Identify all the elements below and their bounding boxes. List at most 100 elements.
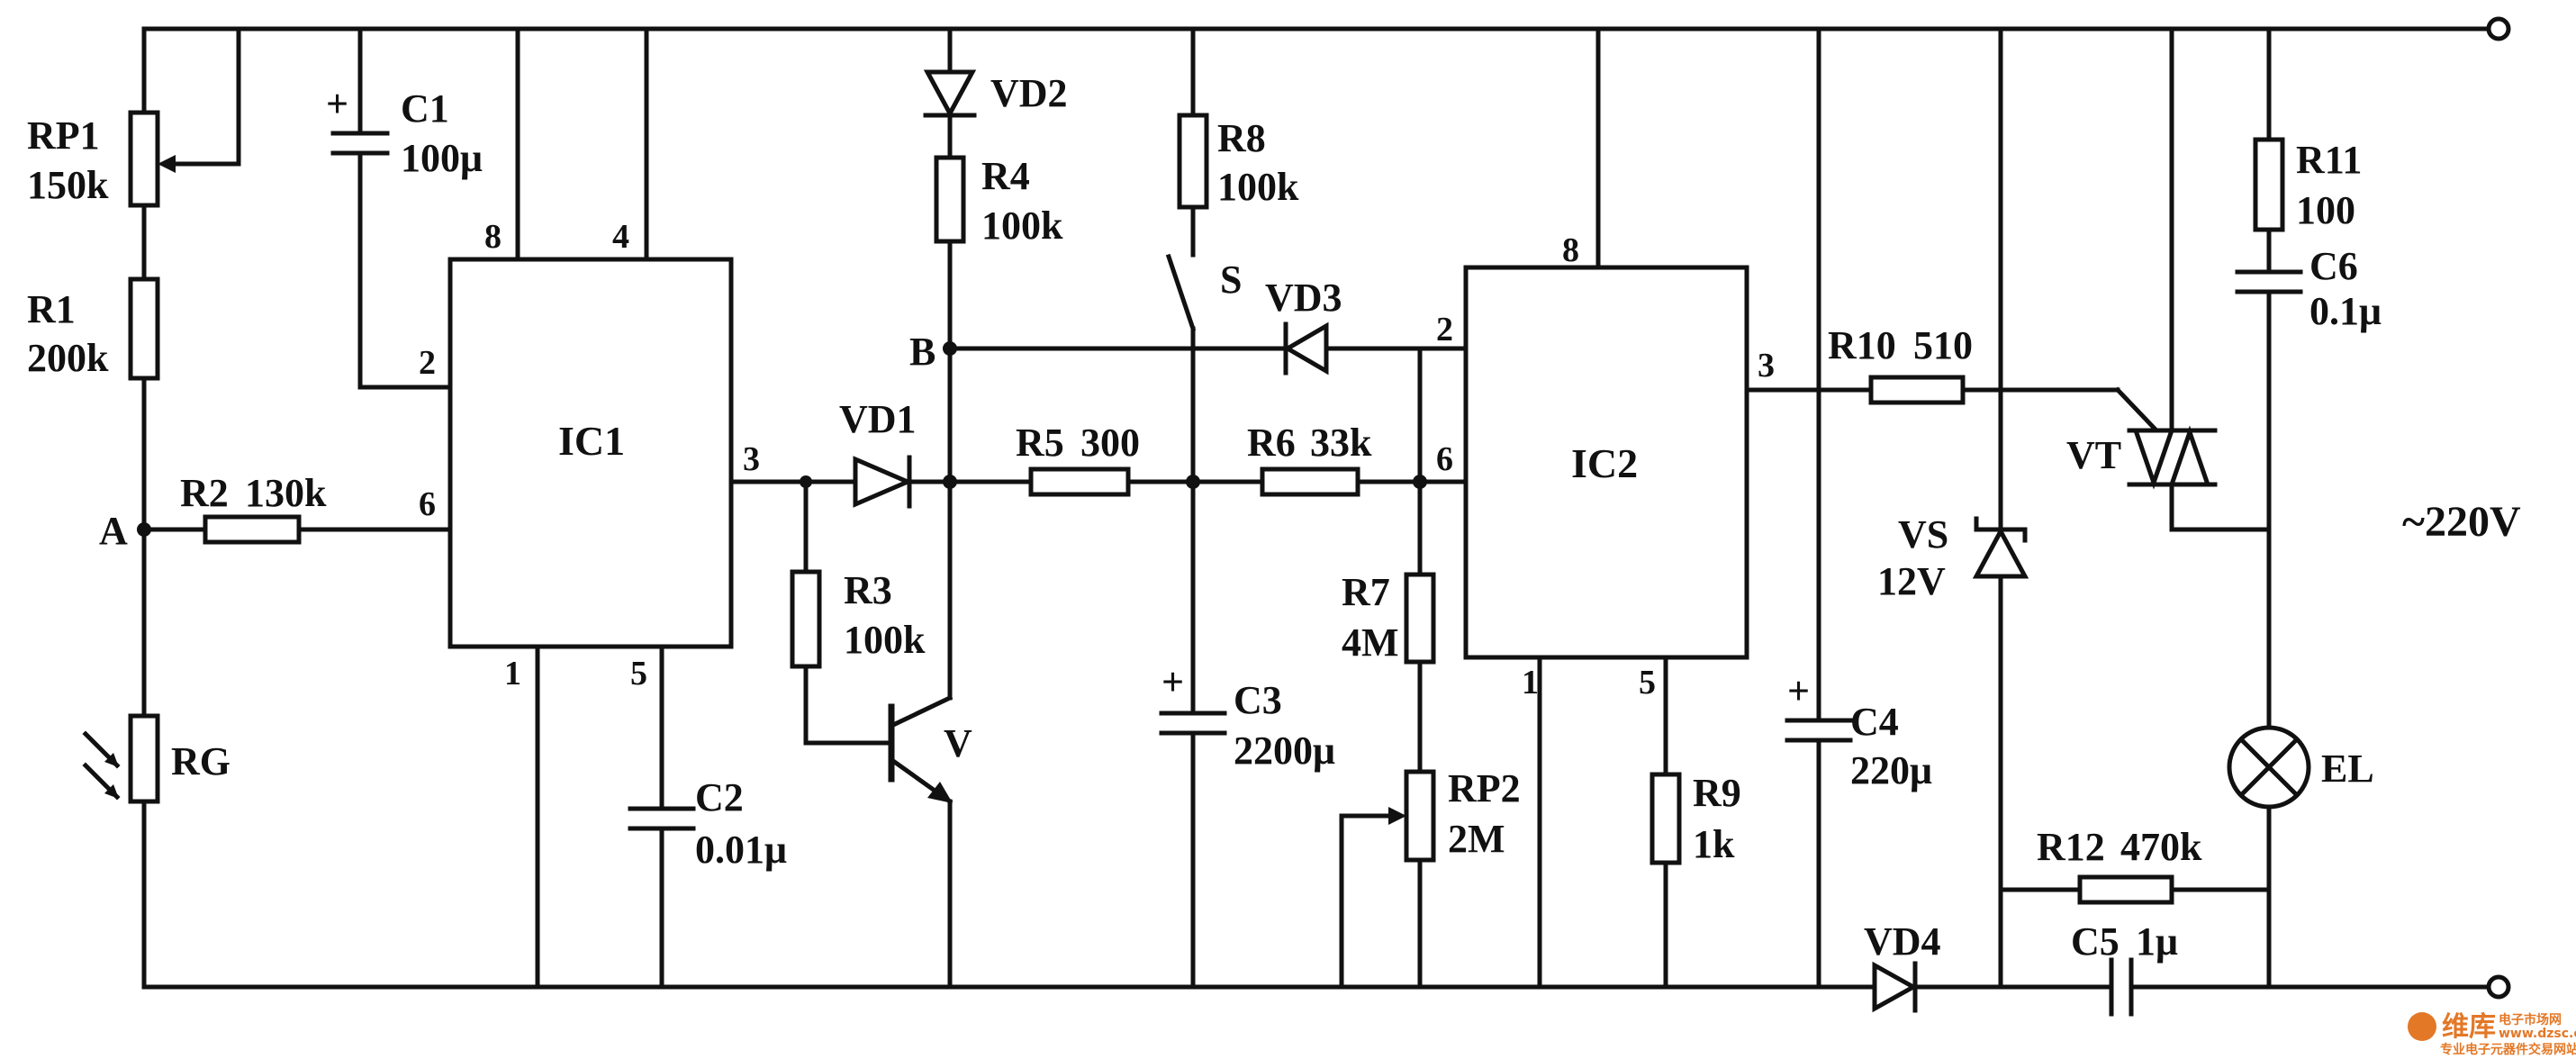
- vd2-label: VD2: [990, 71, 1068, 115]
- r11-label: R11: [2296, 138, 2362, 182]
- c6-capacitor: C6 0.1μ: [2235, 244, 2382, 333]
- watermark-line1: 电子市场网: [2499, 1012, 2562, 1027]
- r11-resistor: R11 100: [2253, 137, 2362, 232]
- ic1-pin-2: 2: [419, 344, 436, 382]
- vd4-label: VD4: [1864, 919, 1941, 964]
- el-label: EL: [2321, 747, 2374, 791]
- c6-value: 0.1μ: [2309, 289, 2382, 333]
- s-label: S: [1220, 258, 1242, 302]
- junction-b: [943, 341, 957, 356]
- watermark: 维库 电子市场网 www.dzsc.com 专业电子元器件交易网站: [2408, 1011, 2576, 1057]
- node-a-label: A: [99, 509, 128, 553]
- ic2-pin-2: 2: [1436, 311, 1453, 348]
- c1-value: 100μ: [401, 136, 483, 180]
- rp2-label: RP2: [1448, 766, 1521, 810]
- watermark-logo-icon: [2408, 1012, 2436, 1041]
- terminal-bottom: [2486, 974, 2511, 1000]
- supply-voltage-label: ~220V: [2402, 498, 2521, 546]
- junction-a: [137, 522, 151, 537]
- r4-value: 100k: [981, 204, 1063, 248]
- vt-triac: VT: [2066, 425, 2218, 490]
- c3-label: C3: [1234, 678, 1282, 722]
- ic1-pin-8: 8: [484, 218, 502, 256]
- r10-resistor: R10 510: [1828, 323, 1973, 405]
- vs-zener-diode: VS 12V: [1877, 512, 2029, 603]
- r4-label: R4: [981, 154, 1030, 198]
- ic1-label: IC1: [558, 418, 625, 464]
- r6-resistor: R6 33k: [1247, 421, 1372, 497]
- ic2-pin-5: 5: [1639, 664, 1656, 701]
- r5-resistor: R5 300: [1016, 421, 1140, 497]
- r10-value: 510: [1913, 323, 1973, 367]
- c2-label: C2: [695, 775, 744, 819]
- r11-value: 100: [2296, 188, 2355, 232]
- c2-capacitor: C2 0.01μ: [628, 775, 787, 872]
- rp1-label: RP1: [27, 113, 100, 158]
- c5-value: 1μ: [2136, 919, 2178, 964]
- s-switch: S: [1165, 253, 1242, 332]
- v-transistor: V: [888, 694, 972, 805]
- r4-resistor: R4 100k: [934, 154, 1063, 248]
- c5-capacitor: C5 1μ: [2071, 919, 2178, 1017]
- r1-label: R1: [27, 287, 76, 331]
- r12-resistor: R12 470k: [2037, 825, 2202, 905]
- watermark-url: www.dzsc.com: [2499, 1027, 2576, 1041]
- rp1-potentiometer: RP1 150k: [27, 110, 176, 208]
- r8-label: R8: [1217, 116, 1266, 160]
- rp2-potentiometer: RP2 2M: [1388, 766, 1521, 863]
- vd3-label: VD3: [1265, 276, 1342, 320]
- c3-capacitor: + C3 2200μ: [1159, 660, 1335, 773]
- r2-value: 130k: [245, 471, 327, 515]
- r1-value: 200k: [27, 336, 109, 380]
- r2-label: R2: [180, 471, 229, 515]
- r6-value: 33k: [1310, 421, 1372, 465]
- junction-r5-r6: [1186, 475, 1200, 489]
- c4-capacitor: + C4 220μ: [1785, 669, 1932, 792]
- v-label: V: [944, 721, 972, 765]
- rg-photoresistor: RG: [82, 713, 230, 804]
- r9-value: 1k: [1693, 822, 1735, 866]
- junction-vd1: [943, 475, 957, 489]
- ic2-pin-3: 3: [1758, 347, 1775, 385]
- ic1-pin-3: 3: [743, 440, 760, 478]
- r9-resistor: R9 1k: [1650, 771, 1741, 866]
- r7-resistor: R7 4M: [1342, 570, 1436, 665]
- node-b-label: B: [909, 330, 935, 374]
- ic1-pin-6: 6: [419, 485, 436, 523]
- ic2-chip: IC2 8 2 6 3 1 5: [1436, 231, 1775, 701]
- rp1-value: 150k: [27, 163, 109, 207]
- vd4-diode: VD4: [1864, 919, 1941, 1013]
- c1-polarity: +: [326, 82, 348, 126]
- c6-label: C6: [2309, 244, 2358, 288]
- r3-value: 100k: [844, 618, 926, 662]
- watermark-line2: 专业电子元器件交易网站: [2440, 1042, 2576, 1057]
- junction-dots: [137, 341, 1427, 537]
- c2-value: 0.01μ: [695, 828, 787, 872]
- vs-label: VS: [1898, 512, 1948, 557]
- r6-label: R6: [1247, 421, 1296, 465]
- c4-polarity: +: [1787, 669, 1810, 713]
- r8-resistor: R8 100k: [1177, 113, 1299, 210]
- ic1-pin-4: 4: [612, 218, 629, 256]
- c5-label: C5: [2071, 919, 2120, 964]
- r5-value: 300: [1080, 421, 1140, 465]
- junction-r3: [800, 475, 812, 488]
- r10-label: R10: [1828, 323, 1896, 367]
- el-lamp: EL: [2227, 725, 2374, 810]
- ic2-pin-1: 1: [1522, 664, 1539, 701]
- r8-value: 100k: [1217, 165, 1299, 209]
- r5-label: R5: [1016, 421, 1064, 465]
- rp2-value: 2M: [1448, 817, 1505, 861]
- watermark-brand: 维库: [2442, 1011, 2496, 1043]
- r2-resistor: R2 130k: [180, 471, 327, 545]
- r3-resistor: R3 100k: [790, 568, 926, 669]
- r12-value: 470k: [2120, 825, 2202, 869]
- r7-value: 4M: [1342, 620, 1399, 665]
- r7-label: R7: [1342, 570, 1390, 614]
- c3-polarity: +: [1161, 660, 1184, 704]
- r9-label: R9: [1693, 771, 1741, 815]
- vd1-diode: VD1: [839, 397, 917, 509]
- rg-label: RG: [171, 739, 230, 783]
- c1-capacitor: + C1 100μ: [326, 82, 483, 180]
